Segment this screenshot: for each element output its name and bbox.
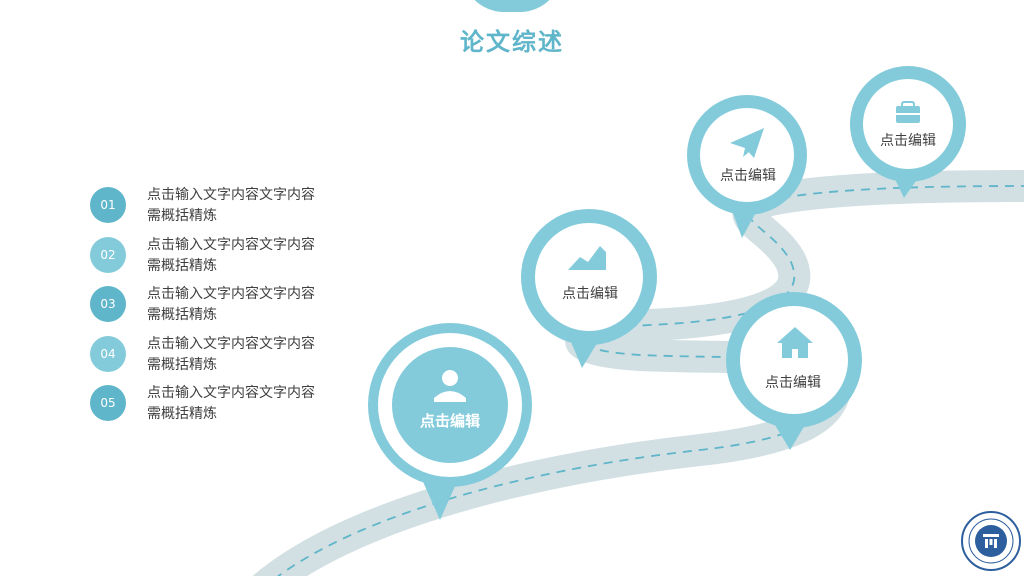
pin-4[interactable] [687,95,807,238]
list-item-text[interactable]: 点击输入文字内容文字内容需概括精炼 [147,385,315,422]
pin-1[interactable] [368,323,532,520]
list-item-text[interactable]: 点击输入文字内容文字内容需概括精炼 [147,187,315,224]
university-seal-icon [961,511,1021,571]
list-item-text[interactable]: 点击输入文字内容文字内容需概括精炼 [147,335,315,373]
user-icon [434,370,466,402]
pin-2[interactable] [521,209,657,368]
pin-2-label[interactable]: 点击编辑 [562,286,618,302]
list-item-text[interactable]: 点击输入文字内容文字内容需概括精炼 [147,286,315,323]
briefcase-icon [896,101,920,123]
number-badge: 04 [90,335,126,372]
pin-1-label[interactable]: 点击编辑 [419,412,480,430]
number-badge: 02 [90,236,126,273]
home-icon [777,327,813,358]
pin-5[interactable] [850,66,966,198]
page-title: 论文综述 [460,28,564,56]
pin-5-label[interactable]: 点击编辑 [880,133,936,149]
number-badge: 01 [90,187,126,223]
pin-3[interactable] [726,292,862,450]
chart-icon [568,246,606,270]
road-dashes [277,185,1024,576]
pin-4-label[interactable]: 点击编辑 [720,168,776,184]
number-badge: 03 [90,286,126,322]
paper-plane-icon [730,128,764,158]
list-item-text[interactable]: 点击输入文字内容文字内容需概括精炼 [147,236,315,274]
pin-3-label[interactable]: 点击编辑 [765,375,821,391]
number-badge: 05 [90,385,126,421]
